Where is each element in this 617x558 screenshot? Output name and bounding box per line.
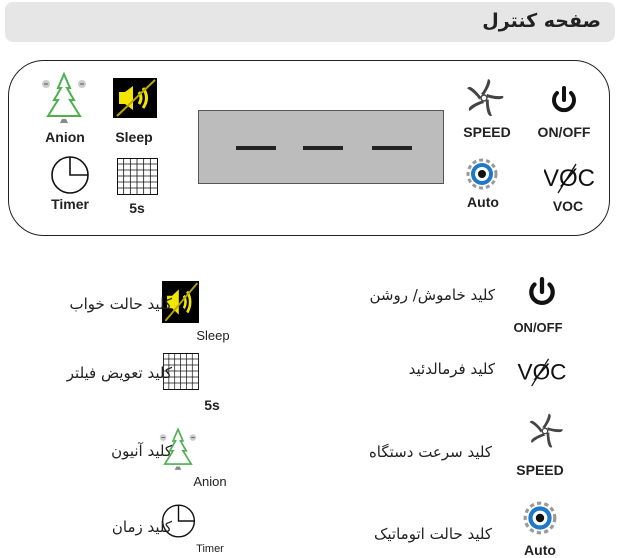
voc-icon: VØC <box>516 355 568 387</box>
legend-label: SPEED <box>516 462 564 478</box>
fan-icon <box>524 410 566 452</box>
legend-label: 5s <box>204 397 220 413</box>
speed-button-label: SPEED <box>463 124 511 140</box>
svg-text:VØC: VØC <box>544 165 594 192</box>
clock-icon <box>160 502 197 540</box>
legend-desc: کلید خاموش/ روشن <box>369 286 495 304</box>
sleep-button-label: Sleep <box>115 129 153 145</box>
display-dash <box>236 146 276 150</box>
legend-desc: کلید زمان <box>111 518 172 536</box>
power-icon[interactable] <box>549 86 579 114</box>
timer-button-label: Timer <box>51 196 89 212</box>
sleep-mute-icon <box>162 281 199 323</box>
legend-label: Auto <box>524 542 556 558</box>
anion-button-label: Anion <box>45 129 85 145</box>
voc-button-label: VOC <box>552 198 584 214</box>
legend-label: ON/OFF <box>513 320 563 335</box>
filter-button-label: 5s <box>129 200 145 216</box>
legend-label: Timer <box>196 543 224 555</box>
grid-icon <box>163 353 199 390</box>
legend-desc: کلید حالت اتوماتیک <box>373 525 492 543</box>
legend-desc: کلید آنیون <box>111 442 172 460</box>
tree-icon <box>157 426 199 474</box>
clock-icon[interactable] <box>49 155 91 195</box>
legend-desc: کلید تعویض فیلتر <box>66 364 172 382</box>
svg-text:VØC: VØC <box>518 359 567 384</box>
legend-desc: کلید سرعت دستگاه <box>368 443 492 461</box>
display-dash <box>303 146 343 150</box>
fan-icon[interactable] <box>462 75 506 121</box>
legend-label: Sleep <box>196 328 230 343</box>
gear-eye-icon[interactable] <box>466 157 498 191</box>
voc-icon[interactable]: VØC <box>544 160 594 194</box>
tree-icon[interactable] <box>40 70 88 128</box>
grid-icon[interactable] <box>117 158 158 195</box>
legend-label: Anion <box>193 474 227 489</box>
gear-eye-icon <box>523 500 557 536</box>
page-title: صفحه کنترل <box>482 10 601 32</box>
header-bar: صفحه کنترل <box>5 2 615 42</box>
display-screen <box>198 110 444 184</box>
sleep-mute-icon[interactable] <box>113 78 157 118</box>
legend-desc: کلید حالت خواب <box>69 295 173 313</box>
auto-button-label: Auto <box>467 194 499 210</box>
legend-desc: کلید فرمالدئید <box>408 360 495 378</box>
display-dash <box>372 146 412 150</box>
power-icon <box>524 277 560 307</box>
control-panel <box>8 60 610 236</box>
onoff-button-label: ON/OFF <box>537 124 591 140</box>
